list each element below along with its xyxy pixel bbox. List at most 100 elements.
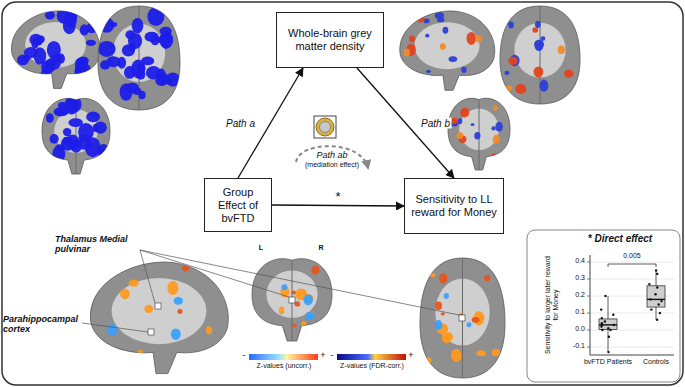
activation-blob [144, 32, 158, 42]
activation-blob [305, 312, 315, 320]
activation-blob [311, 266, 319, 275]
activation-blob [461, 67, 467, 73]
activation-blob [129, 43, 136, 52]
legend-text: Z-values (uncorr.) [257, 362, 312, 369]
activation-blob [301, 321, 306, 328]
data-point [655, 269, 657, 271]
data-point [654, 293, 656, 295]
activation-blob [55, 144, 65, 150]
path-label: * [333, 188, 342, 203]
activation-blob [94, 345, 104, 359]
activation-blob [508, 21, 514, 28]
box-text: Sensitivity to LL reward for Money [409, 193, 499, 219]
activation-blob [534, 66, 544, 77]
activation-blob [435, 320, 443, 330]
tick-label: 0.0 [565, 325, 585, 333]
brain-outline [500, 6, 580, 104]
activation-blob [86, 112, 100, 123]
brain-outline [12, 11, 100, 89]
data-point [659, 312, 661, 314]
legend-entry: Z-values (FDR-corr.) [326, 362, 418, 370]
activation-blob [126, 352, 132, 359]
data-point [648, 283, 650, 285]
activation-blob [404, 49, 410, 57]
activation-blob [46, 113, 54, 123]
orientation-label: L [256, 244, 266, 252]
axis-title: Sensitivity to larger later reward for M… [544, 255, 560, 355]
coin-center [320, 122, 331, 133]
activation-blob [564, 69, 574, 77]
activation-blob [66, 96, 81, 113]
orientation-label: R [316, 244, 326, 252]
path-label: Path b [419, 118, 452, 129]
box [599, 319, 617, 330]
activation-blob [426, 70, 431, 73]
leader-line [140, 250, 459, 315]
activation-blob [147, 7, 164, 26]
process-box: Group Effect of bvFTD [204, 178, 272, 232]
data-point [609, 329, 611, 331]
scale-sign: + [407, 350, 415, 360]
legend-text: Z-values (FDR-corr.) [340, 362, 404, 369]
activation-blob [281, 284, 287, 290]
activation-blob [212, 352, 222, 358]
activation-blob [144, 305, 153, 313]
brain-slice [42, 95, 110, 174]
colour-bar [249, 354, 318, 360]
activation-blob [472, 317, 480, 323]
path-label: Path a [224, 118, 257, 129]
data-point [607, 351, 609, 353]
activation-blob [558, 45, 565, 54]
activation-blob [471, 123, 475, 126]
activation-blob [460, 108, 469, 118]
data-point [657, 303, 659, 305]
data-point [612, 314, 614, 316]
activation-blob [291, 324, 296, 327]
activation-blob [466, 32, 476, 45]
activation-blob [439, 273, 447, 283]
activation-blob [456, 132, 463, 139]
activation-blob [532, 27, 538, 32]
p-value: 0.005 [617, 252, 647, 260]
activation-blob [107, 324, 117, 336]
activation-blob [45, 11, 55, 20]
activation-blob [117, 57, 126, 69]
activation-blob [493, 106, 498, 111]
activation-blob [124, 66, 136, 79]
activation-blob [495, 122, 503, 132]
activation-blob [22, 56, 31, 61]
activation-blob [167, 281, 178, 295]
leader-line [82, 323, 148, 332]
grid-line [590, 313, 674, 314]
activation-blob [474, 132, 480, 140]
chart-panel [527, 230, 680, 382]
grid-line [590, 347, 674, 348]
category-label: bvFTD Patients [578, 358, 638, 366]
coin-frame [314, 116, 336, 138]
activation-blob [137, 350, 143, 355]
activation-blob [136, 70, 145, 80]
activation-blob [56, 108, 69, 116]
activation-blob [129, 279, 139, 286]
median [599, 324, 617, 325]
activation-blob [444, 293, 449, 299]
activation-blob [86, 40, 96, 46]
process-box: Sensitivity to LL reward for Money [404, 178, 504, 234]
coin [316, 118, 334, 136]
activation-blob [508, 57, 518, 65]
chart-title: * Direct effect [570, 233, 670, 245]
activation-blob [57, 54, 65, 64]
tick-label: -0.1 [565, 342, 585, 350]
brain-slice [12, 7, 100, 88]
grid-line [590, 262, 674, 263]
legend-entry: Z-values (uncorr.) [238, 362, 330, 370]
activation-blob [484, 275, 490, 281]
activation-blob [41, 60, 53, 74]
activation-blob [97, 144, 109, 159]
roi-marker [289, 297, 295, 303]
brain-outline [420, 258, 505, 378]
activation-blob [491, 126, 495, 130]
data-point [613, 324, 615, 326]
activation-blob [443, 27, 449, 34]
brain-outline [90, 262, 228, 373]
